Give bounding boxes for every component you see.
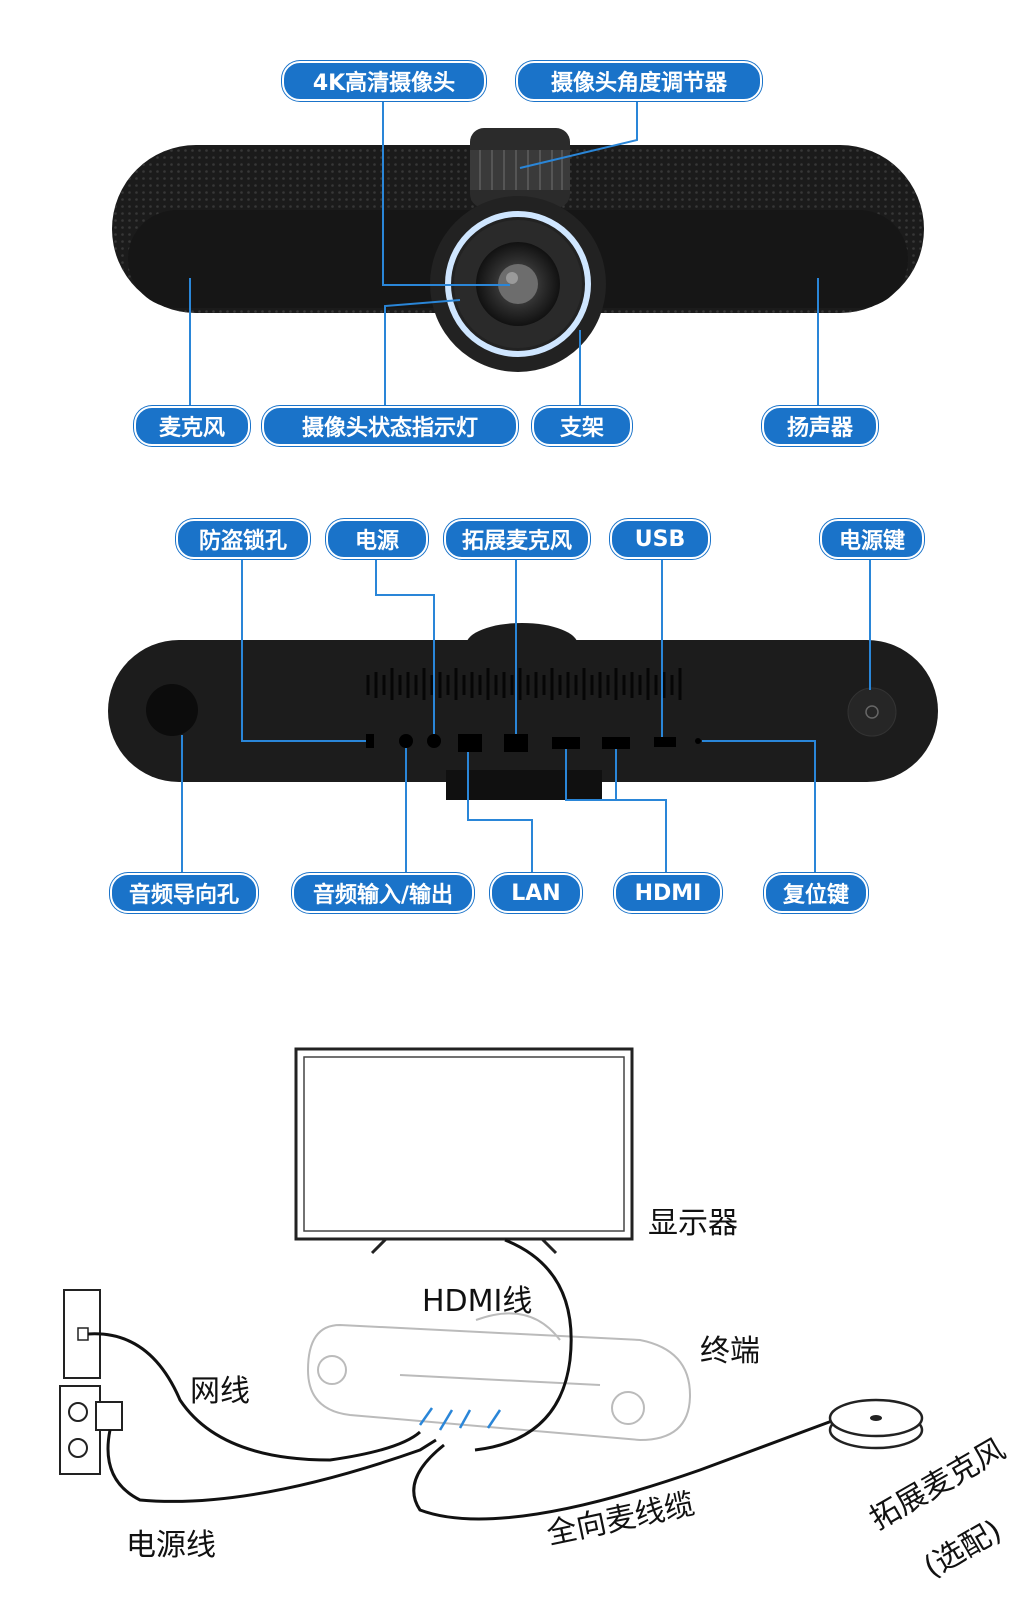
back-stand — [446, 770, 602, 800]
label-power-key: 电源键 — [820, 519, 924, 559]
hdmi-cable-path — [474, 1238, 573, 1452]
power-cable-path — [106, 1429, 437, 1503]
label-status-light: 摄像头状态指示灯 — [262, 406, 518, 446]
label-hdmi: HDMI — [614, 873, 722, 913]
back-body — [108, 640, 938, 782]
label-camera: 4K高清摄像头 — [282, 61, 486, 101]
vent-slots — [366, 668, 682, 700]
display-monitor — [294, 1047, 634, 1255]
label-stand: 支架 — [532, 406, 632, 446]
label-audio-guide: 音频导向孔 — [110, 873, 258, 913]
extension-mic-puck — [828, 1398, 924, 1450]
label-reset: 复位键 — [764, 873, 868, 913]
caption-display: 显示器 — [648, 1206, 738, 1241]
reset-hole — [695, 738, 701, 744]
usb-port — [654, 737, 676, 747]
label-audio-io: 音频输入/输出 — [292, 873, 474, 913]
wall-power-outlet — [59, 1385, 123, 1475]
caption-power-cable: 电源线 — [126, 1528, 216, 1563]
ext-mic-port — [504, 734, 528, 752]
lock-hole — [366, 734, 374, 748]
audio-guide-hole — [146, 684, 198, 736]
back-view-illustration — [108, 555, 938, 876]
label-lock-hole: 防盗锁孔 — [176, 519, 310, 559]
power-button — [847, 687, 897, 737]
mic-cable-path — [412, 1416, 841, 1521]
label-usb: USB — [610, 519, 710, 559]
label-ext-mic: 拓展麦克风 — [444, 519, 590, 559]
label-angle-adjuster: 摄像头角度调节器 — [516, 61, 762, 101]
front-view-illustration — [112, 96, 924, 408]
label-lan: LAN — [490, 873, 582, 913]
lan-port — [458, 734, 482, 752]
audio-port — [399, 734, 413, 748]
caption-hdmi-cable: HDMI线 — [422, 1284, 533, 1319]
label-speaker: 扬声器 — [762, 406, 878, 446]
power-port — [427, 734, 441, 748]
caption-network-cable: 网线 — [190, 1374, 250, 1409]
hdmi-port-1 — [552, 737, 580, 749]
terminal-outline — [306, 1312, 692, 1442]
network-cable-path — [87, 1332, 422, 1462]
label-power: 电源 — [326, 519, 428, 559]
caption-terminal: 终端 — [700, 1334, 760, 1369]
label-microphone: 麦克风 — [134, 406, 250, 446]
hdmi-port-2 — [602, 737, 630, 749]
